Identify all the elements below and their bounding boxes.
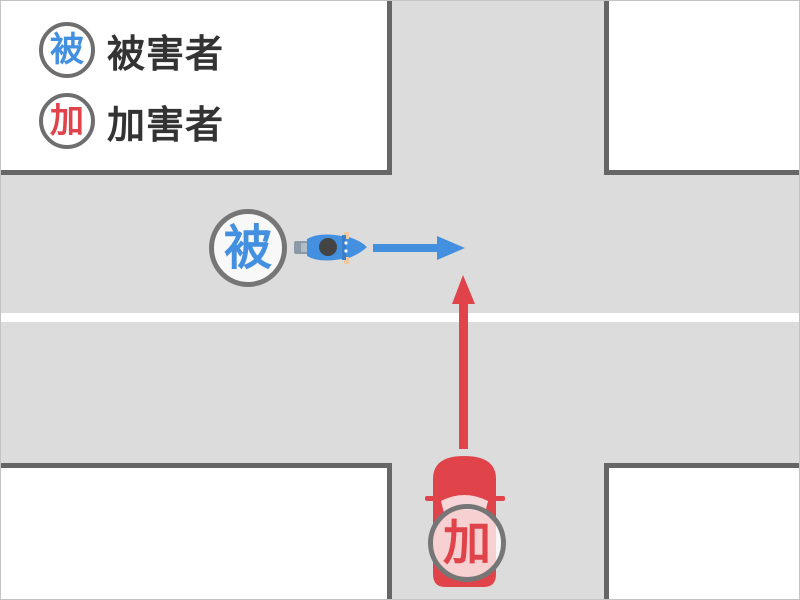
victim-badge-icon: 被 [39,22,95,78]
legend-perpetrator: 加 加害者 [39,93,224,149]
legend-victim: 被 被害者 [39,22,224,78]
perpetrator-badge-icon: 加 [39,93,95,149]
victim-badge: 被 [209,209,287,287]
victim-arrow-right-icon [373,236,465,260]
legend-victim-label: 被害者 [107,31,225,76]
block-top-right [604,1,799,175]
legend-perpetrator-label: 加害者 [107,102,225,147]
center-line [1,313,799,322]
block-bottom-right [604,463,799,599]
motorcycle-icon [294,232,367,264]
perpetrator-badge: 加 [428,504,506,582]
perpetrator-arrow-up-icon [452,275,475,449]
block-bottom-left [1,463,392,599]
